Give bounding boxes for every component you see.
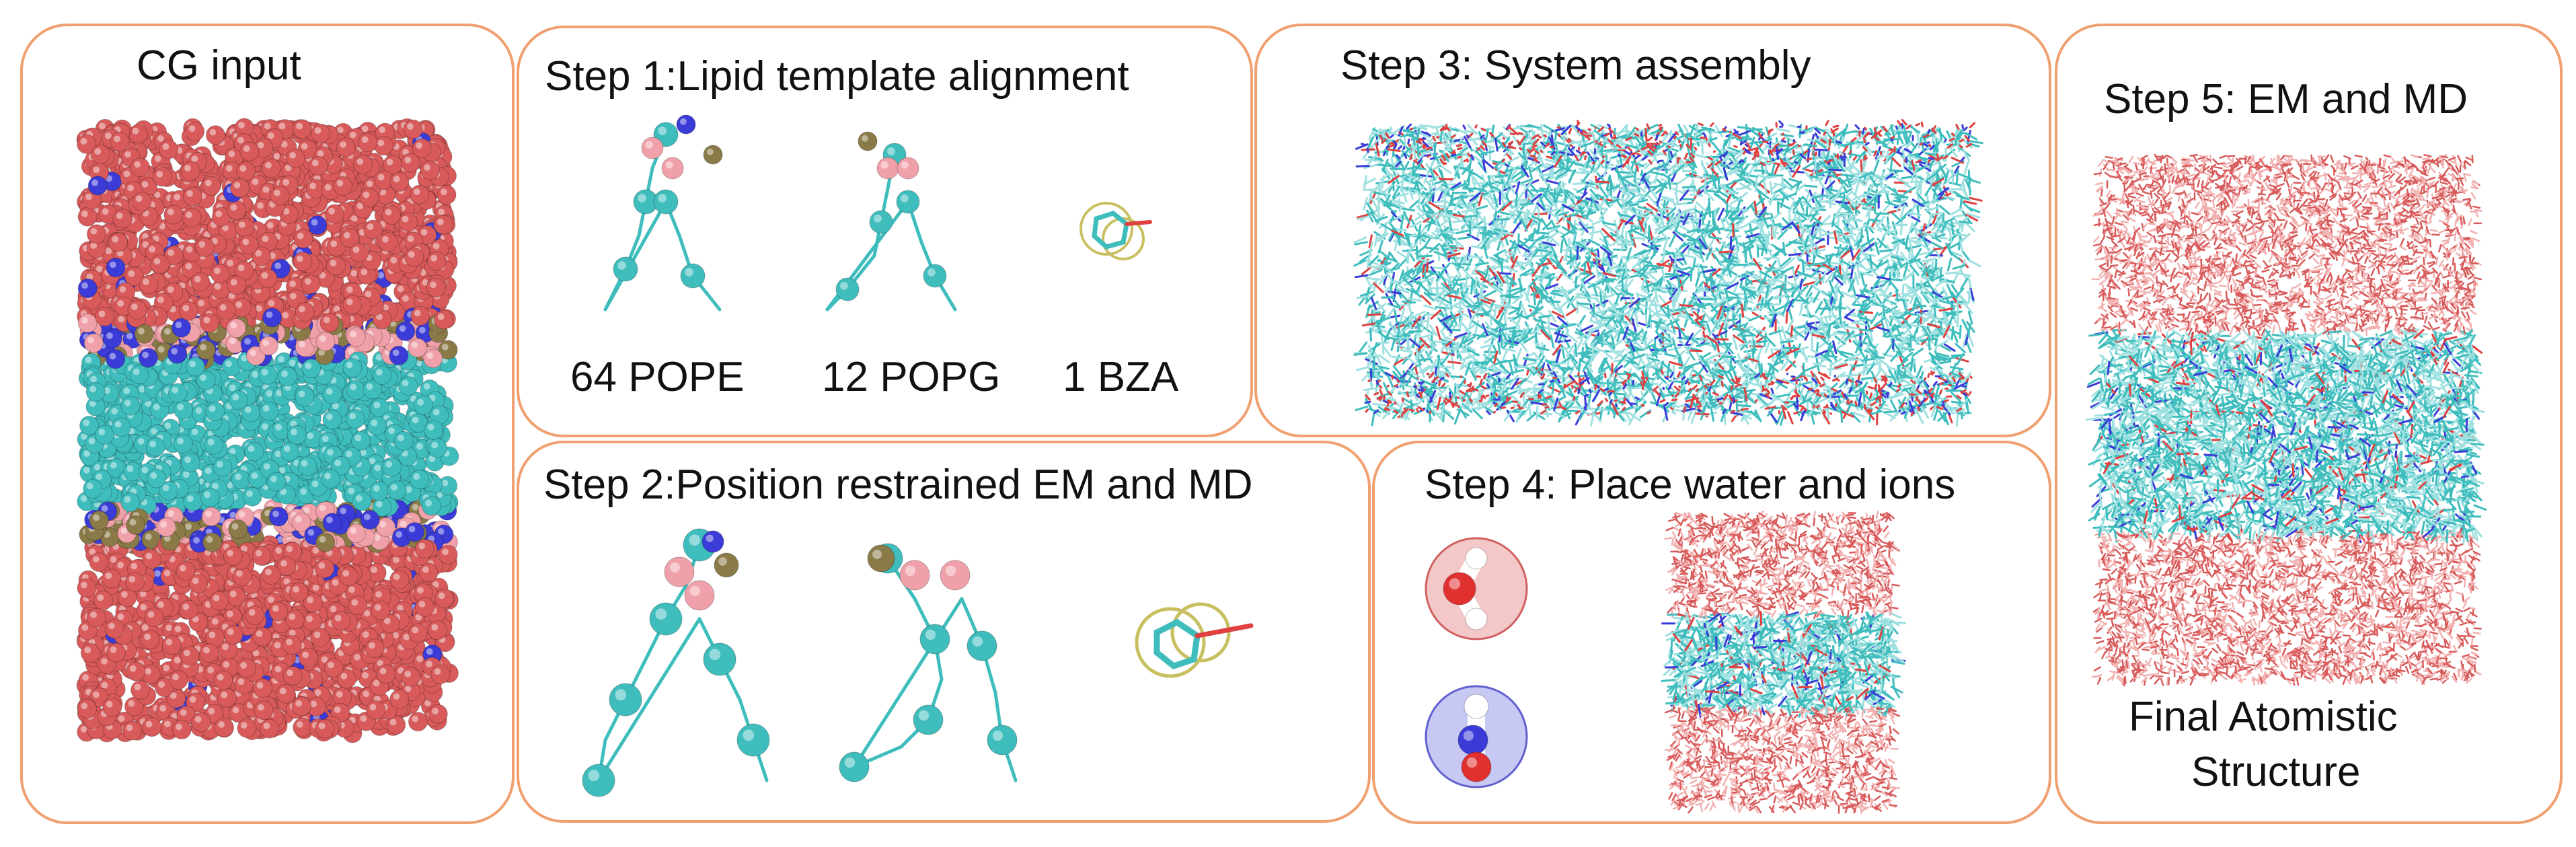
step2-title: Step 2:Position restrained EM and MD: [543, 461, 1253, 509]
panel-step5: [2055, 24, 2563, 824]
popg-restrained-render: [839, 543, 1018, 782]
bza-count-label: 1 BZA: [1063, 353, 1178, 401]
solvated-bilayer-render: [1661, 510, 1907, 814]
step3-title: Step 3: System assembly: [1340, 42, 1811, 89]
step5-title: Step 5: EM and MD: [2104, 75, 2468, 123]
step5-caption-line2: Structure: [2191, 748, 2361, 796]
step5-caption-line1: Final Atomistic: [2129, 693, 2398, 741]
popg-lipid-render: [825, 131, 957, 311]
assembled-bilayer-render: [1353, 118, 1983, 427]
step4-title: Step 4: Place water and ions: [1425, 461, 1955, 509]
bza-restrained-render: [1135, 602, 1254, 678]
cg-membrane-render: [76, 118, 459, 743]
cg-input-title: CG input: [137, 42, 301, 89]
water-molecule-render: [1425, 537, 1528, 640]
step1-title: Step 1:Lipid template alignment: [545, 52, 1129, 100]
pope-count-label: 64 POPE: [570, 353, 744, 401]
popg-count-label: 12 POPG: [822, 353, 1000, 401]
final-atomistic-render: [2086, 153, 2487, 687]
ion-molecule-render: [1425, 685, 1528, 788]
pope-lipid-render: [603, 114, 723, 311]
bza-molecule-render: [1079, 202, 1152, 260]
pope-restrained-render: [582, 528, 770, 797]
